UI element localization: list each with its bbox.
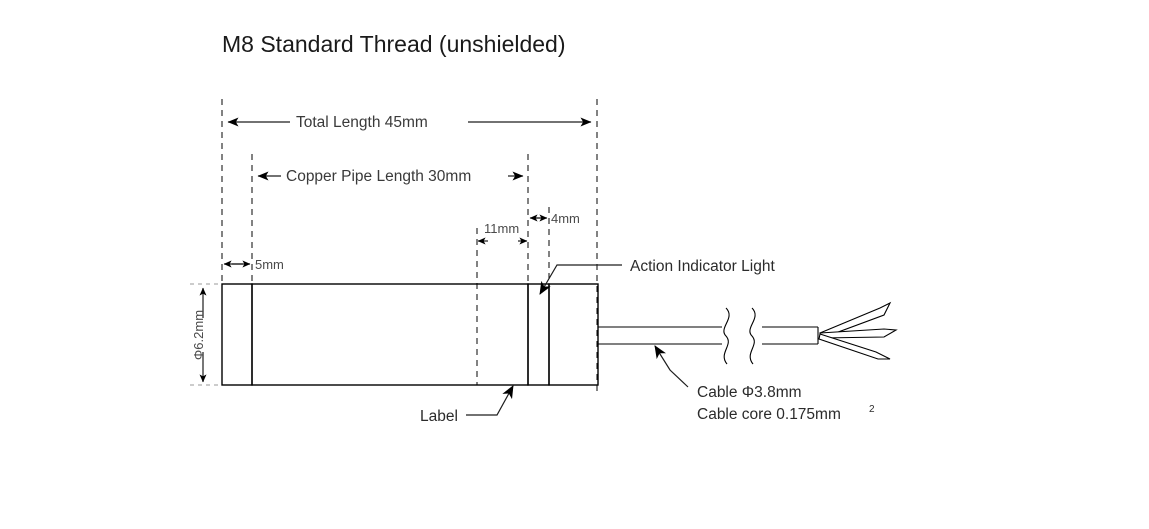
annotation-cable: Cable Φ3.8mm Cable core 0.175mm 2 — [654, 345, 875, 423]
annotation-cable-core-superscript: 2 — [869, 404, 875, 415]
dimension-thread-length-label: 5mm — [255, 257, 284, 272]
annotation-label: Label — [420, 385, 514, 425]
dimension-label-zone-label: 11mm — [484, 221, 519, 236]
leader-line-indicator — [539, 264, 622, 295]
dimension-total-length: Total Length 45mm — [227, 114, 592, 131]
dimension-label-zone: 11mm — [477, 221, 528, 245]
wire-conductor-lower — [818, 333, 891, 360]
dimension-indicator-zone: 4mm — [529, 211, 580, 226]
copper-pipe-barrel — [251, 283, 529, 386]
wire-conductors-group — [818, 301, 898, 360]
dimension-total-length-label: Total Length 45mm — [296, 114, 428, 131]
dimension-indicator-zone-label: 4mm — [551, 211, 580, 226]
leader-line-label — [466, 385, 514, 416]
leader-line-cable — [654, 345, 689, 388]
annotation-label-text: Label — [420, 408, 458, 425]
dimension-diameter: Φ6.2mm — [191, 287, 207, 383]
dimension-thread-length: 5mm — [223, 257, 284, 272]
cable-break-symbol-icon — [723, 307, 756, 365]
annotation-cable-diameter-label: Cable Φ3.8mm — [697, 384, 802, 401]
annotation-cable-core-label: Cable core 0.175mm — [697, 406, 841, 423]
annotation-indicator-label: Action Indicator Light — [630, 258, 775, 275]
annotation-action-indicator-light: Action Indicator Light — [539, 258, 775, 295]
dimension-diameter-label: Φ6.2mm — [191, 310, 206, 360]
threaded-section — [221, 283, 253, 386]
rear-cap-section — [548, 283, 599, 386]
indicator-light-band — [527, 283, 550, 386]
dimension-copper-pipe-length: Copper Pipe Length 30mm — [257, 168, 524, 185]
dimension-copper-pipe-length-label: Copper Pipe Length 30mm — [286, 168, 471, 185]
page-title: M8 Standard Thread (unshielded) — [222, 31, 566, 57]
